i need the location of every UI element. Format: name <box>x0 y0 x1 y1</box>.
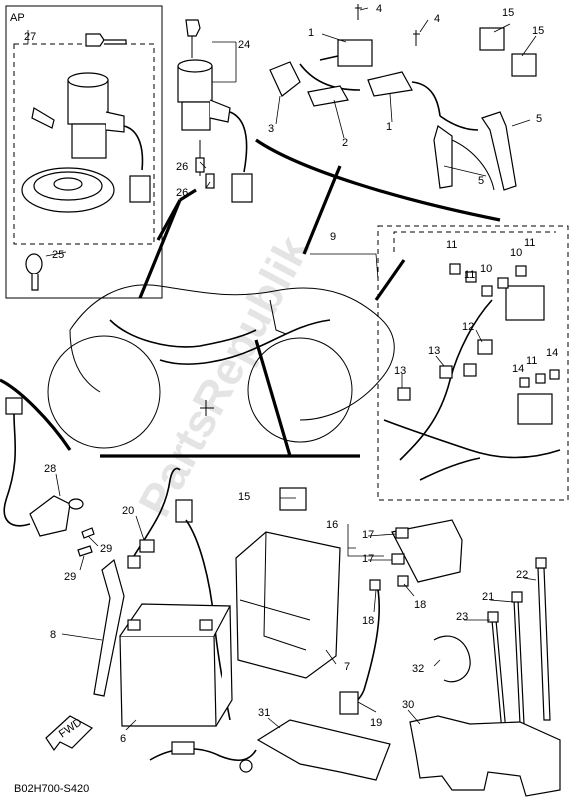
callout-7: 7 <box>344 661 350 673</box>
watermark: PartsRepublik <box>128 227 319 525</box>
callout-11d: 11 <box>526 355 537 367</box>
callout-18b: 18 <box>414 599 426 611</box>
battery-cable-lower <box>149 741 257 773</box>
battery-cover-7 <box>235 531 341 679</box>
callout-20: 20 <box>122 505 134 517</box>
callout-8: 8 <box>50 629 56 641</box>
main-switch-27 <box>31 72 151 203</box>
callout-numbers: 1 1 2 3 4 4 5 5 6 7 8 9 10 10 11 11 11 1… <box>24 3 558 745</box>
sensor-28 <box>3 397 95 557</box>
callout-30: 30 <box>402 699 414 711</box>
callout-19: 19 <box>370 717 382 729</box>
key-27 <box>85 33 127 47</box>
group-lines <box>0 138 501 458</box>
callout-16: 16 <box>326 519 338 531</box>
callout-22: 22 <box>516 569 528 581</box>
callout-26b: 26 <box>176 187 188 199</box>
callout-2: 2 <box>342 137 348 149</box>
fuel-cap-27 <box>21 167 115 213</box>
callout-18a: 18 <box>362 615 374 627</box>
diagram-code: B02H700-S420 <box>14 783 89 795</box>
callout-1b: 1 <box>386 121 392 133</box>
callout-11a: 11 <box>446 239 457 251</box>
callout-12: 12 <box>462 321 474 333</box>
relay-15-middle <box>279 487 307 511</box>
battery-6 <box>119 603 233 727</box>
callout-21: 21 <box>482 591 494 603</box>
battery-band-8 <box>93 558 125 697</box>
callout-25: 25 <box>52 249 64 261</box>
callout-17a: 17 <box>362 529 374 541</box>
callout-15b: 15 <box>532 25 544 37</box>
callout-29a: 29 <box>100 543 112 555</box>
callout-15a: 15 <box>502 7 514 19</box>
clamp-32 <box>433 635 471 683</box>
cable-ties <box>487 557 551 733</box>
callout-10a: 10 <box>480 263 492 275</box>
callout-28: 28 <box>44 463 56 475</box>
callout-1a: 1 <box>308 27 314 39</box>
cover-30 <box>409 715 561 797</box>
callout-3: 3 <box>268 123 274 135</box>
main-switch-assembly-24 <box>177 19 253 203</box>
callout-6: 6 <box>120 733 126 745</box>
wire-harness-box <box>377 225 569 501</box>
callout-29b: 29 <box>64 571 76 583</box>
callout-5a: 5 <box>478 175 484 187</box>
callout-23: 23 <box>456 611 468 623</box>
callout-5b: 5 <box>536 113 542 125</box>
callout-11b: 11 <box>524 237 535 249</box>
ignition-coils <box>269 4 517 191</box>
ap-key-set-box: AP <box>5 5 163 299</box>
fwd-arrow: FWD <box>45 715 93 752</box>
callout-32: 32 <box>412 663 424 675</box>
callout-24: 24 <box>238 39 250 51</box>
callout-14a: 14 <box>512 363 524 375</box>
callout-17b: 17 <box>362 553 374 565</box>
ap-label: AP <box>10 12 25 24</box>
sheet-31 <box>256 719 391 781</box>
callout-13b: 13 <box>394 365 406 377</box>
callout-15c: 15 <box>238 491 250 503</box>
leader-lines <box>55 7 537 731</box>
relays-15-top <box>479 27 537 77</box>
callout-27: 27 <box>24 31 36 43</box>
battery-cable-19 <box>339 575 409 715</box>
callout-10b: 10 <box>510 247 522 259</box>
relay-unit-16 <box>347 519 463 583</box>
key-25 <box>25 253 43 291</box>
callout-31: 31 <box>258 707 270 719</box>
callout-26a: 26 <box>176 161 188 173</box>
callout-9: 9 <box>330 231 336 243</box>
callout-11c: 11 <box>464 269 475 281</box>
callout-4b: 4 <box>434 13 440 25</box>
callout-14b: 14 <box>546 347 558 359</box>
callout-13a: 13 <box>428 345 440 357</box>
callout-4a: 4 <box>376 3 382 15</box>
